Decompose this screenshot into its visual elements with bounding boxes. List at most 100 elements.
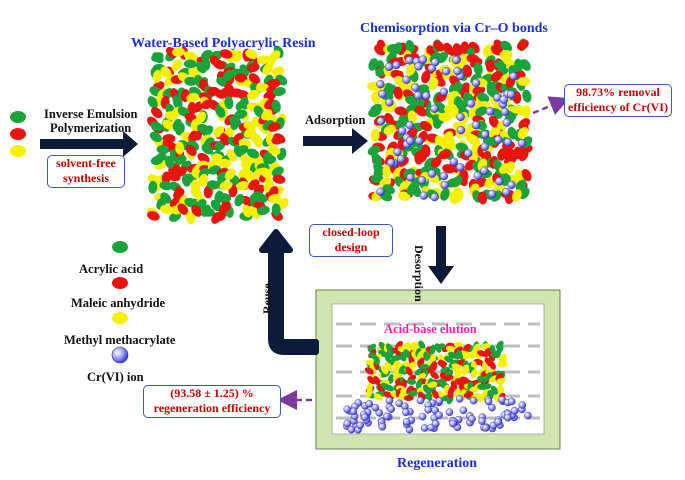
adsorption-label: Adsorption: [305, 113, 366, 127]
monomer-unit: [234, 109, 248, 119]
legend-maleic-anhydride-symbol: [112, 277, 128, 289]
monomer-unit: [373, 355, 380, 366]
monomer-unit: [393, 86, 403, 100]
adsorption-arrow: [303, 128, 368, 154]
monomer-unit: [257, 205, 270, 216]
monomer-unit: [175, 166, 188, 177]
legend-methyl-methacrylate-symbol: [112, 312, 128, 324]
monomer-unit: [440, 188, 450, 201]
monomer-unit: [370, 128, 380, 142]
monomer-unit: [469, 350, 478, 359]
monomer-unit: [230, 117, 241, 130]
regeneration-efficiency-callout: (93.58 ± 1.25) % regeneration efficiency: [143, 385, 281, 418]
monomer-unit: [397, 191, 411, 201]
cr-ion: [507, 180, 516, 190]
monomer-unit: [215, 105, 226, 118]
monomer-unit: [160, 204, 174, 214]
removal-line1: 98.73% removal: [576, 85, 660, 99]
cr-ion: [507, 397, 516, 406]
cr-ion: [471, 120, 481, 130]
cr-ion: [343, 419, 352, 428]
cr-ion: [445, 408, 454, 417]
monomer-unit: [405, 40, 415, 53]
monomer-unit: [455, 349, 462, 360]
cr-ion: [435, 397, 444, 405]
monomer-unit: [147, 96, 158, 109]
monomer-unit: [174, 154, 187, 165]
monomer-unit: [500, 40, 513, 52]
monomer-unit: [452, 366, 461, 375]
cr-ion: [405, 120, 414, 130]
monomer-unit: [419, 120, 432, 132]
monomer-unit: [439, 112, 453, 122]
cr-ion: [449, 157, 458, 166]
monomer-unit: [516, 39, 529, 51]
monomer-unit: [186, 211, 196, 225]
elution-label: Acid-base elution: [384, 322, 477, 336]
cr-ion: [481, 424, 490, 432]
monomer-unit: [462, 343, 471, 353]
acrylic-acid-monomer: [10, 111, 26, 123]
solvent-free-callout: solvent-free synthesis: [47, 155, 125, 188]
monomer-unit: [428, 77, 439, 91]
monomer-unit: [403, 394, 414, 402]
cr-ion: [500, 107, 510, 117]
monomer-unit: [185, 144, 197, 156]
monomer-unit: [249, 131, 261, 144]
monomer-unit: [450, 380, 458, 391]
monomer-unit: [267, 78, 281, 88]
monomer-unit: [499, 163, 511, 174]
cr-ion: [385, 98, 394, 107]
cr-ion: [411, 83, 420, 92]
cr-ion: [360, 413, 369, 422]
monomer-unit: [452, 43, 463, 56]
monomer-unit: [488, 115, 499, 129]
monomer-unit: [246, 148, 260, 159]
monomer-unit: [414, 105, 427, 117]
monomer-unit: [224, 96, 234, 110]
monomer-unit: [156, 144, 170, 155]
cr-ion: [456, 125, 466, 135]
monomer-unit: [234, 193, 245, 207]
monomer-unit: [151, 107, 163, 119]
cr-ion: [405, 56, 414, 65]
maleic-anhydride-monomer: [10, 128, 26, 140]
closed-loop-line1: closed-loop: [322, 225, 380, 239]
monomer-unit: [518, 118, 531, 129]
monomer-unit: [380, 365, 389, 375]
cr-ion: [385, 396, 394, 405]
monomer-unit: [370, 103, 383, 114]
resin-title: Water-Based Polyacrylic Resin: [131, 36, 316, 51]
cr-ion: [507, 90, 516, 99]
monomer-unit: [255, 83, 269, 93]
regeneration-title: Regeneration: [397, 456, 478, 471]
monomer-unit: [269, 50, 281, 62]
monomer-unit: [262, 62, 273, 76]
monomer-unit: [148, 180, 158, 194]
solvent-free-line1: solvent-free: [56, 156, 116, 170]
cr-ion: [406, 173, 415, 182]
cr-ion: [406, 136, 415, 146]
monomer-unit: [366, 359, 376, 367]
monomer-unit: [267, 122, 281, 132]
monomer-unit: [502, 148, 514, 159]
cr-ion: [439, 171, 449, 181]
monomer-unit: [473, 62, 483, 76]
monomer-unit: [469, 134, 481, 147]
cr-ion: [356, 421, 365, 430]
cr-ion: [453, 66, 462, 76]
methyl-methacrylate-monomer: [10, 145, 26, 157]
monomer-unit: [271, 99, 281, 113]
monomer-unit: [236, 181, 250, 191]
monomer-unit: [218, 193, 232, 203]
monomer-unit: [435, 343, 446, 351]
monomer-unit: [245, 49, 258, 60]
cr-ion: [473, 171, 482, 180]
monomer-unit: [248, 73, 261, 85]
monomer-unit: [461, 366, 470, 376]
monomer-unit: [384, 351, 391, 362]
monomer-unit: [475, 106, 488, 117]
monomer-unit: [520, 59, 531, 71]
monomer-unit: [484, 357, 493, 366]
monomer-unit: [427, 381, 438, 388]
